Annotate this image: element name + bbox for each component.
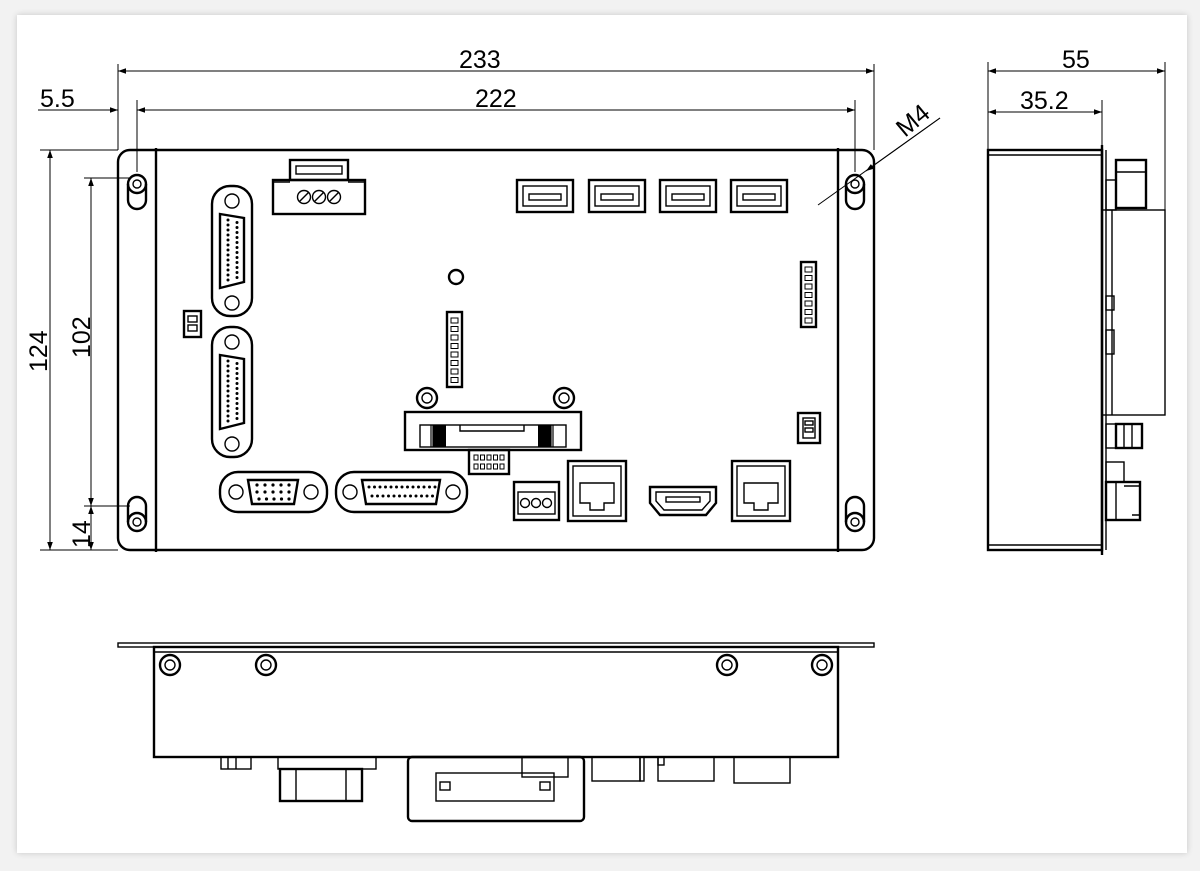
usb-port-4-icon bbox=[729, 178, 789, 214]
dim-edge-offset: 5.5 bbox=[40, 85, 75, 113]
three-pin-terminal-bottom-icon bbox=[512, 480, 561, 522]
mounting-plate-outline bbox=[116, 148, 876, 552]
three-pin-connector-right-icon bbox=[796, 411, 822, 445]
enclosure-outline bbox=[155, 149, 839, 551]
ethernet-port-2-icon bbox=[730, 459, 792, 523]
bottom-view bbox=[117, 642, 875, 823]
ethernet-port-1-icon bbox=[566, 459, 628, 523]
keyhole-top-right-icon bbox=[844, 173, 866, 211]
dim-hole-thread: M4 bbox=[891, 99, 936, 143]
usb-port-3-icon bbox=[658, 178, 718, 214]
dim-overall-height: 124 bbox=[25, 330, 53, 372]
dim-overall-width: 233 bbox=[459, 46, 501, 74]
vga-connector-icon bbox=[218, 470, 329, 514]
card-slot-assembly bbox=[403, 386, 583, 476]
usb-port-2-icon bbox=[587, 178, 647, 214]
dim-hole-spacing-height: 102 bbox=[68, 316, 96, 358]
dim-hole-spacing-width: 222 bbox=[475, 85, 517, 113]
keyhole-bottom-right-icon bbox=[844, 495, 866, 533]
two-pin-header-left-icon bbox=[182, 309, 203, 339]
dim-bottom-offset: 14 bbox=[68, 520, 96, 548]
pin-header-right-icon bbox=[799, 260, 818, 329]
keyhole-top-left-icon bbox=[126, 173, 148, 211]
usb-port-1-icon bbox=[515, 178, 575, 214]
dim-side-depth: 55 bbox=[1062, 46, 1090, 74]
front-view bbox=[116, 148, 876, 552]
db25-connector-lower-icon bbox=[210, 325, 254, 459]
side-view-dimensions: 55 35.2 bbox=[987, 46, 1166, 210]
db25-connector-horizontal-icon bbox=[334, 470, 469, 514]
pin-header-center-icon bbox=[445, 310, 464, 389]
dim-side-depth-inner: 35.2 bbox=[1020, 87, 1069, 115]
keyhole-bottom-left-icon bbox=[126, 495, 148, 533]
db25-connector-upper-icon bbox=[210, 184, 254, 318]
side-view bbox=[986, 145, 1166, 555]
led-indicator-icon bbox=[447, 268, 465, 286]
power-terminal-block bbox=[271, 158, 367, 216]
hdmi-port-icon bbox=[648, 485, 718, 517]
